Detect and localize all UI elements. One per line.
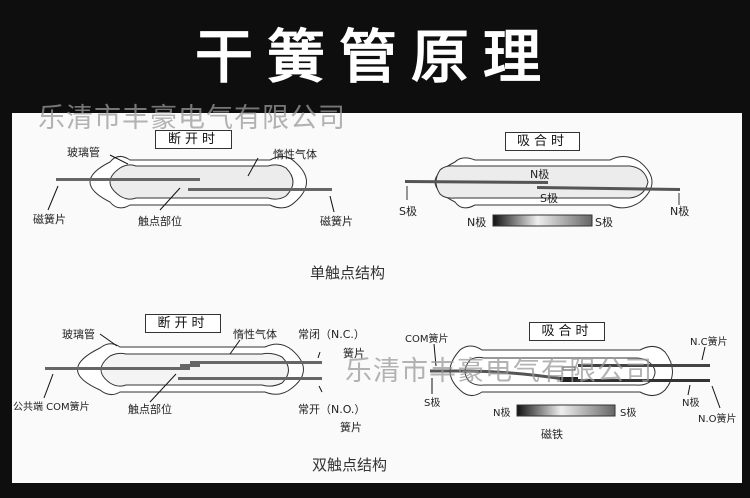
magnet-s-label: S极 xyxy=(620,408,637,419)
label-com-reed: COM簧片 xyxy=(405,334,449,345)
label-n-pole: N极 xyxy=(682,398,700,409)
label-s-pole-left: S极 xyxy=(399,205,417,218)
page-title: 干簧管原理 xyxy=(194,23,555,91)
state-label-open: 断开时 xyxy=(155,130,232,149)
label-nc-reed: N.C簧片 xyxy=(690,337,728,348)
label-glass-tube: 玻璃管 xyxy=(67,146,100,159)
watermark: 乐清市丰豪电气有限公司 xyxy=(38,103,346,134)
magnet-bar xyxy=(492,214,593,227)
caption-single-contact: 单触点结构 xyxy=(310,264,386,282)
caption-double-contact: 双触点结构 xyxy=(312,456,388,474)
reed-left xyxy=(56,178,200,181)
reed-right xyxy=(188,188,332,191)
label-reed-right: 磁簧片 xyxy=(320,215,353,228)
label-s-pole: S极 xyxy=(540,192,558,205)
label-n-pole-right: N极 xyxy=(670,205,690,218)
label-reed-left: 磁簧片 xyxy=(33,213,66,226)
label-s-pole: S极 xyxy=(424,398,441,409)
glass-tube-single-open xyxy=(89,156,307,209)
label-no-reed: 簧片 xyxy=(340,421,362,434)
magnet-n-label: N极 xyxy=(467,216,487,229)
magnet-s-label: S极 xyxy=(595,216,613,229)
state-label-closed: 吸合时 xyxy=(505,132,580,151)
label-n-pole: N极 xyxy=(530,168,550,181)
watermark: 乐清市丰豪电气有限公司 xyxy=(345,356,653,387)
label-inert-gas: 惰性气体 xyxy=(233,328,277,341)
label-com: 公共端 COM簧片 xyxy=(13,402,90,413)
state-label-open: 断开时 xyxy=(145,314,221,333)
label-contact: 触点部位 xyxy=(128,403,172,416)
label-nc-reed: 簧片 xyxy=(343,347,365,360)
magnet-n-label: N极 xyxy=(493,408,511,419)
label-no-reed: N.O簧片 xyxy=(698,414,737,425)
label-nc: 常闭（N.C.） xyxy=(298,328,365,341)
state-label-closed: 吸合时 xyxy=(529,322,605,341)
label-no: 常开（N.O.） xyxy=(298,403,366,416)
label-inert-gas: 惰性气体 xyxy=(273,148,317,161)
label-contact: 触点部位 xyxy=(138,215,182,228)
label-magnet: 磁铁 xyxy=(541,428,563,441)
label-glass-tube: 玻璃管 xyxy=(62,328,95,341)
